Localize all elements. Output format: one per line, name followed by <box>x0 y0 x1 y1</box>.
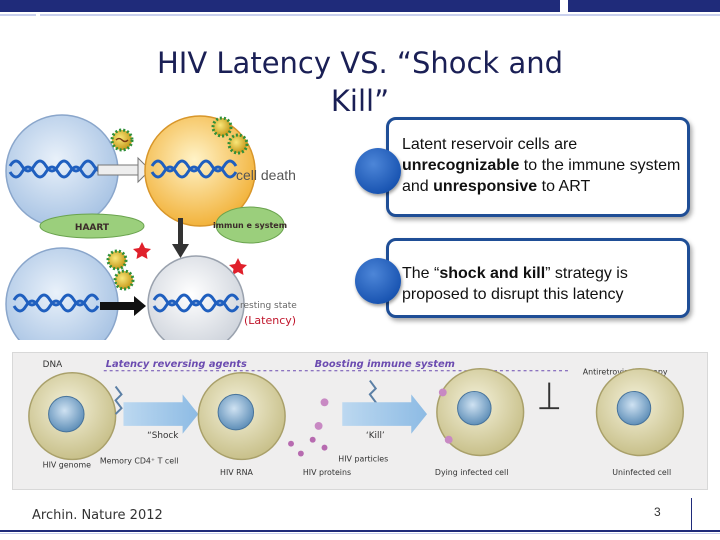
virus-icon <box>211 116 249 155</box>
citation: Archin. Nature 2012 <box>32 508 163 523</box>
inhibition-icon <box>539 382 560 410</box>
bullet-marker-icon <box>355 148 401 194</box>
bullet-marker-icon <box>355 258 401 304</box>
bullet-1-mid: to the immune system and <box>402 157 681 195</box>
bullet-1-prefix: Latent reservoir cells are <box>402 136 578 153</box>
dying-cell-label: Dying infected cell <box>435 468 509 477</box>
down-arrow-icon <box>172 218 189 258</box>
bullet-text-2: The “shock and kill” strategy is propose… <box>402 263 692 305</box>
bullet-1-suffix: to ART <box>537 178 591 195</box>
uninfected-cell-bottom <box>5 247 119 340</box>
uninfected-cell-label: Uninfected cell <box>612 468 671 477</box>
cell-death-label: cell death <box>236 167 296 183</box>
bullet-1-emphasis-2: unresponsive <box>433 178 538 195</box>
boost-header: Boosting immune system <box>315 359 455 370</box>
infection-arrow <box>97 156 151 184</box>
shock-and-kill-diagram: DNA Latency reversing agents Boosting im… <box>12 352 708 490</box>
immune-label: immun e system <box>213 221 287 230</box>
hiv-proteins-label: HIV proteins <box>303 468 351 477</box>
banner-gap <box>560 0 568 12</box>
page-number-divider <box>691 498 692 530</box>
dying-infected-cell <box>436 368 525 457</box>
virus-icon <box>106 249 135 291</box>
resting-state-label: resting state <box>240 301 297 311</box>
latency-label: (Latency) <box>244 314 296 327</box>
virus-icon <box>110 128 134 152</box>
bullet-2-prefix: The “ <box>402 265 440 282</box>
reactivated-cell <box>197 371 286 461</box>
slide-title: HIV Latency VS. “Shock and Kill” <box>156 46 563 118</box>
hiv-particles-label: HIV particles <box>338 454 388 463</box>
page-number: 3 <box>654 505 661 519</box>
shock-arrow <box>123 394 199 434</box>
kill-label: ‘Kill’ <box>366 431 385 441</box>
bullet-2-emphasis: shock and kill <box>439 265 546 282</box>
banner-line-left <box>0 14 36 16</box>
banner-line <box>40 14 720 16</box>
infected-cell <box>144 115 256 227</box>
resting-cell <box>147 255 245 340</box>
banner-bar-left <box>0 0 560 12</box>
hiv-genome-label: HIV genome <box>43 460 91 469</box>
hiv-rna-label: HIV RNA <box>220 468 253 477</box>
uninfected-cell <box>595 368 684 457</box>
immune-system-badge: immun e system <box>213 206 287 244</box>
banner-bar-right <box>568 0 720 12</box>
bullet-text-1: Latent reservoir cells are unrecognizabl… <box>402 134 692 197</box>
latency-diagram: cell death HAART immun e system <box>5 114 297 340</box>
bullet-1-emphasis-1: unrecognizable <box>402 157 520 174</box>
lightning-icon <box>114 385 123 415</box>
dna-label: DNA <box>43 360 63 370</box>
bullet-card-1 <box>386 117 690 217</box>
kill-arrow <box>342 394 428 434</box>
footer-rule-thin <box>0 533 720 534</box>
haart-label: HAART <box>75 223 110 233</box>
top-banner <box>0 0 720 16</box>
footer-rule <box>0 530 720 532</box>
block-star-icon <box>133 242 247 275</box>
lra-header: Latency reversing agents <box>106 359 247 370</box>
shock-label: “Shock <box>147 431 179 441</box>
memory-cd4-cell <box>28 371 117 461</box>
memory-cell-label: Memory CD4⁺ T cell <box>100 456 179 465</box>
haart-badge: HAART <box>39 213 145 239</box>
bullet-2-suffix: ” strategy is proposed to disrupt this l… <box>402 265 628 303</box>
hiv-protein-icon <box>288 398 329 457</box>
latency-arrow <box>100 296 146 316</box>
